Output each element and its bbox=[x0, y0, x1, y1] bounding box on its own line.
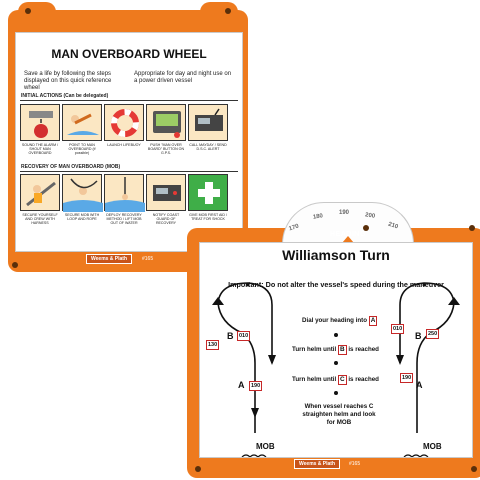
mount-hole bbox=[25, 8, 31, 14]
step-text: Turn helm until bbox=[292, 346, 337, 353]
step-caption: SOUND THE ALARM / SHOUT MAN OVERBOARD bbox=[21, 143, 59, 156]
radio-icon bbox=[188, 104, 228, 141]
turn-diagram bbox=[212, 282, 460, 457]
heading-label: HEADING bbox=[330, 231, 366, 238]
left-b-heading: 130 bbox=[206, 340, 220, 350]
initial-actions-captions: SOUND THE ALARM / SHOUT MAN OVERBOARD PO… bbox=[20, 143, 228, 156]
recovery-captions: SECURE YOURSELF AND CREW WITH HARNESS SE… bbox=[20, 213, 228, 226]
divider bbox=[20, 171, 238, 172]
mount-hole bbox=[471, 466, 477, 472]
step-caption: PUSH "MAN OVER BOARD" BUTTON ON G.P.S. bbox=[147, 143, 185, 156]
harness-icon bbox=[20, 174, 60, 211]
right-b-heading: 250 bbox=[426, 329, 440, 339]
step-caption: SECURE YOURSELF AND CREW WITH HARNESS bbox=[22, 213, 58, 226]
coastguard-radio-icon bbox=[146, 174, 186, 211]
step-text: is reached bbox=[348, 346, 379, 353]
recovery-actions-row bbox=[20, 174, 228, 212]
left-label-b: B bbox=[227, 331, 234, 341]
right-mob-label: MOB bbox=[423, 442, 442, 451]
recovery-icon bbox=[104, 174, 145, 212]
right-label-b: B bbox=[415, 331, 422, 341]
initial-actions-row bbox=[20, 104, 228, 141]
mount-hole bbox=[363, 225, 369, 231]
lifebuoy-icon bbox=[104, 104, 144, 141]
step-box-b: B bbox=[337, 345, 347, 355]
model-number: #165 bbox=[142, 256, 154, 262]
williamson-title: Williamson Turn bbox=[282, 247, 390, 263]
card-tab-left bbox=[18, 2, 56, 30]
brand-logo: Weems & Plath bbox=[86, 254, 133, 264]
gps-icon bbox=[146, 104, 186, 141]
dial-number: 190 bbox=[339, 210, 350, 216]
mount-hole bbox=[469, 225, 475, 231]
step-caption: SECURE MOB WITH LOOP AND ROPE bbox=[64, 213, 100, 222]
step-caption: GIVE MOB FIRST AID / TREAT FOR SHOCK bbox=[189, 213, 227, 222]
left-c-heading: 010 bbox=[237, 331, 251, 341]
front-panel: MAN OVERBOARD WHEEL Save a life by follo… bbox=[15, 32, 243, 252]
step-text: Dial your heading into bbox=[302, 317, 367, 324]
step-box-a: A bbox=[368, 316, 378, 326]
card-tab-right bbox=[200, 2, 238, 30]
front-title: MAN OVERBOARD WHEEL bbox=[51, 47, 207, 61]
step-dial-heading: Dial your heading into A bbox=[302, 316, 378, 326]
step-caption: POINT TO MAN OVERBOARD (if possible) bbox=[68, 143, 96, 156]
point-icon bbox=[62, 104, 102, 141]
dial-pointer-icon bbox=[342, 236, 354, 243]
left-a-heading: 190 bbox=[249, 381, 263, 391]
intro-right: Appropriate for day and night use on a p… bbox=[134, 71, 232, 84]
step-caption: NOTIFY COAST GUARD OF RECOVERY bbox=[152, 213, 180, 226]
brand-logo: Weems & Plath bbox=[294, 459, 341, 469]
step-line: for MOB bbox=[326, 419, 352, 426]
right-c-heading: 010 bbox=[391, 324, 405, 334]
divider bbox=[20, 100, 238, 101]
step-caption: CALL MAYDAY / SEND D.S.C. ALERT bbox=[189, 143, 227, 152]
step-turn-to-c: Turn helm until C is reached bbox=[292, 375, 379, 385]
step-text: Turn helm until bbox=[292, 376, 337, 383]
right-label-a: A bbox=[416, 380, 423, 390]
step-box-c: C bbox=[337, 375, 347, 385]
initial-actions-heading: INITIAL ACTIONS (Can be delegated) bbox=[21, 93, 109, 99]
mount-hole bbox=[225, 8, 231, 14]
alarm-icon bbox=[20, 104, 60, 141]
important-note: Important: Do not alter the vessel's spe… bbox=[228, 280, 444, 289]
man-overboard-wheel-card: MAN OVERBOARD WHEEL Save a life by follo… bbox=[8, 2, 248, 272]
step-caption: DEPLOY RECOVERY METHOD / LIFT MOB OUT OF… bbox=[106, 213, 142, 226]
heading-dial[interactable]: 170 180 190 200 210 bbox=[282, 202, 414, 244]
step-line: When vessel reaches C bbox=[304, 403, 374, 410]
step-straighten: When vessel reaches C straighten helm an… bbox=[296, 403, 382, 427]
step-caption: LAUNCH LIFEBUOY bbox=[107, 143, 141, 147]
step-line: straighten helm and look bbox=[302, 411, 376, 418]
mount-hole bbox=[12, 262, 18, 268]
williamson-panel: Williamson Turn Important: Do not alter … bbox=[199, 242, 473, 458]
recovery-heading: RECOVERY OF MAN OVERBOARD (MOB) bbox=[21, 164, 121, 170]
step-text: is reached bbox=[348, 376, 379, 383]
left-label-a: A bbox=[238, 380, 245, 390]
mount-hole bbox=[195, 466, 201, 472]
first-aid-icon bbox=[188, 174, 228, 211]
intro-left: Save a life by following the steps displ… bbox=[24, 71, 112, 91]
right-a-heading: 190 bbox=[400, 373, 414, 383]
step-turn-to-b: Turn helm until B is reached bbox=[292, 345, 379, 355]
rope-icon bbox=[62, 174, 103, 212]
left-mob-label: MOB bbox=[256, 442, 275, 451]
williamson-turn-card: 170 180 190 200 210 HEADING Williamson T… bbox=[187, 202, 480, 478]
model-number: #165 bbox=[349, 461, 361, 467]
